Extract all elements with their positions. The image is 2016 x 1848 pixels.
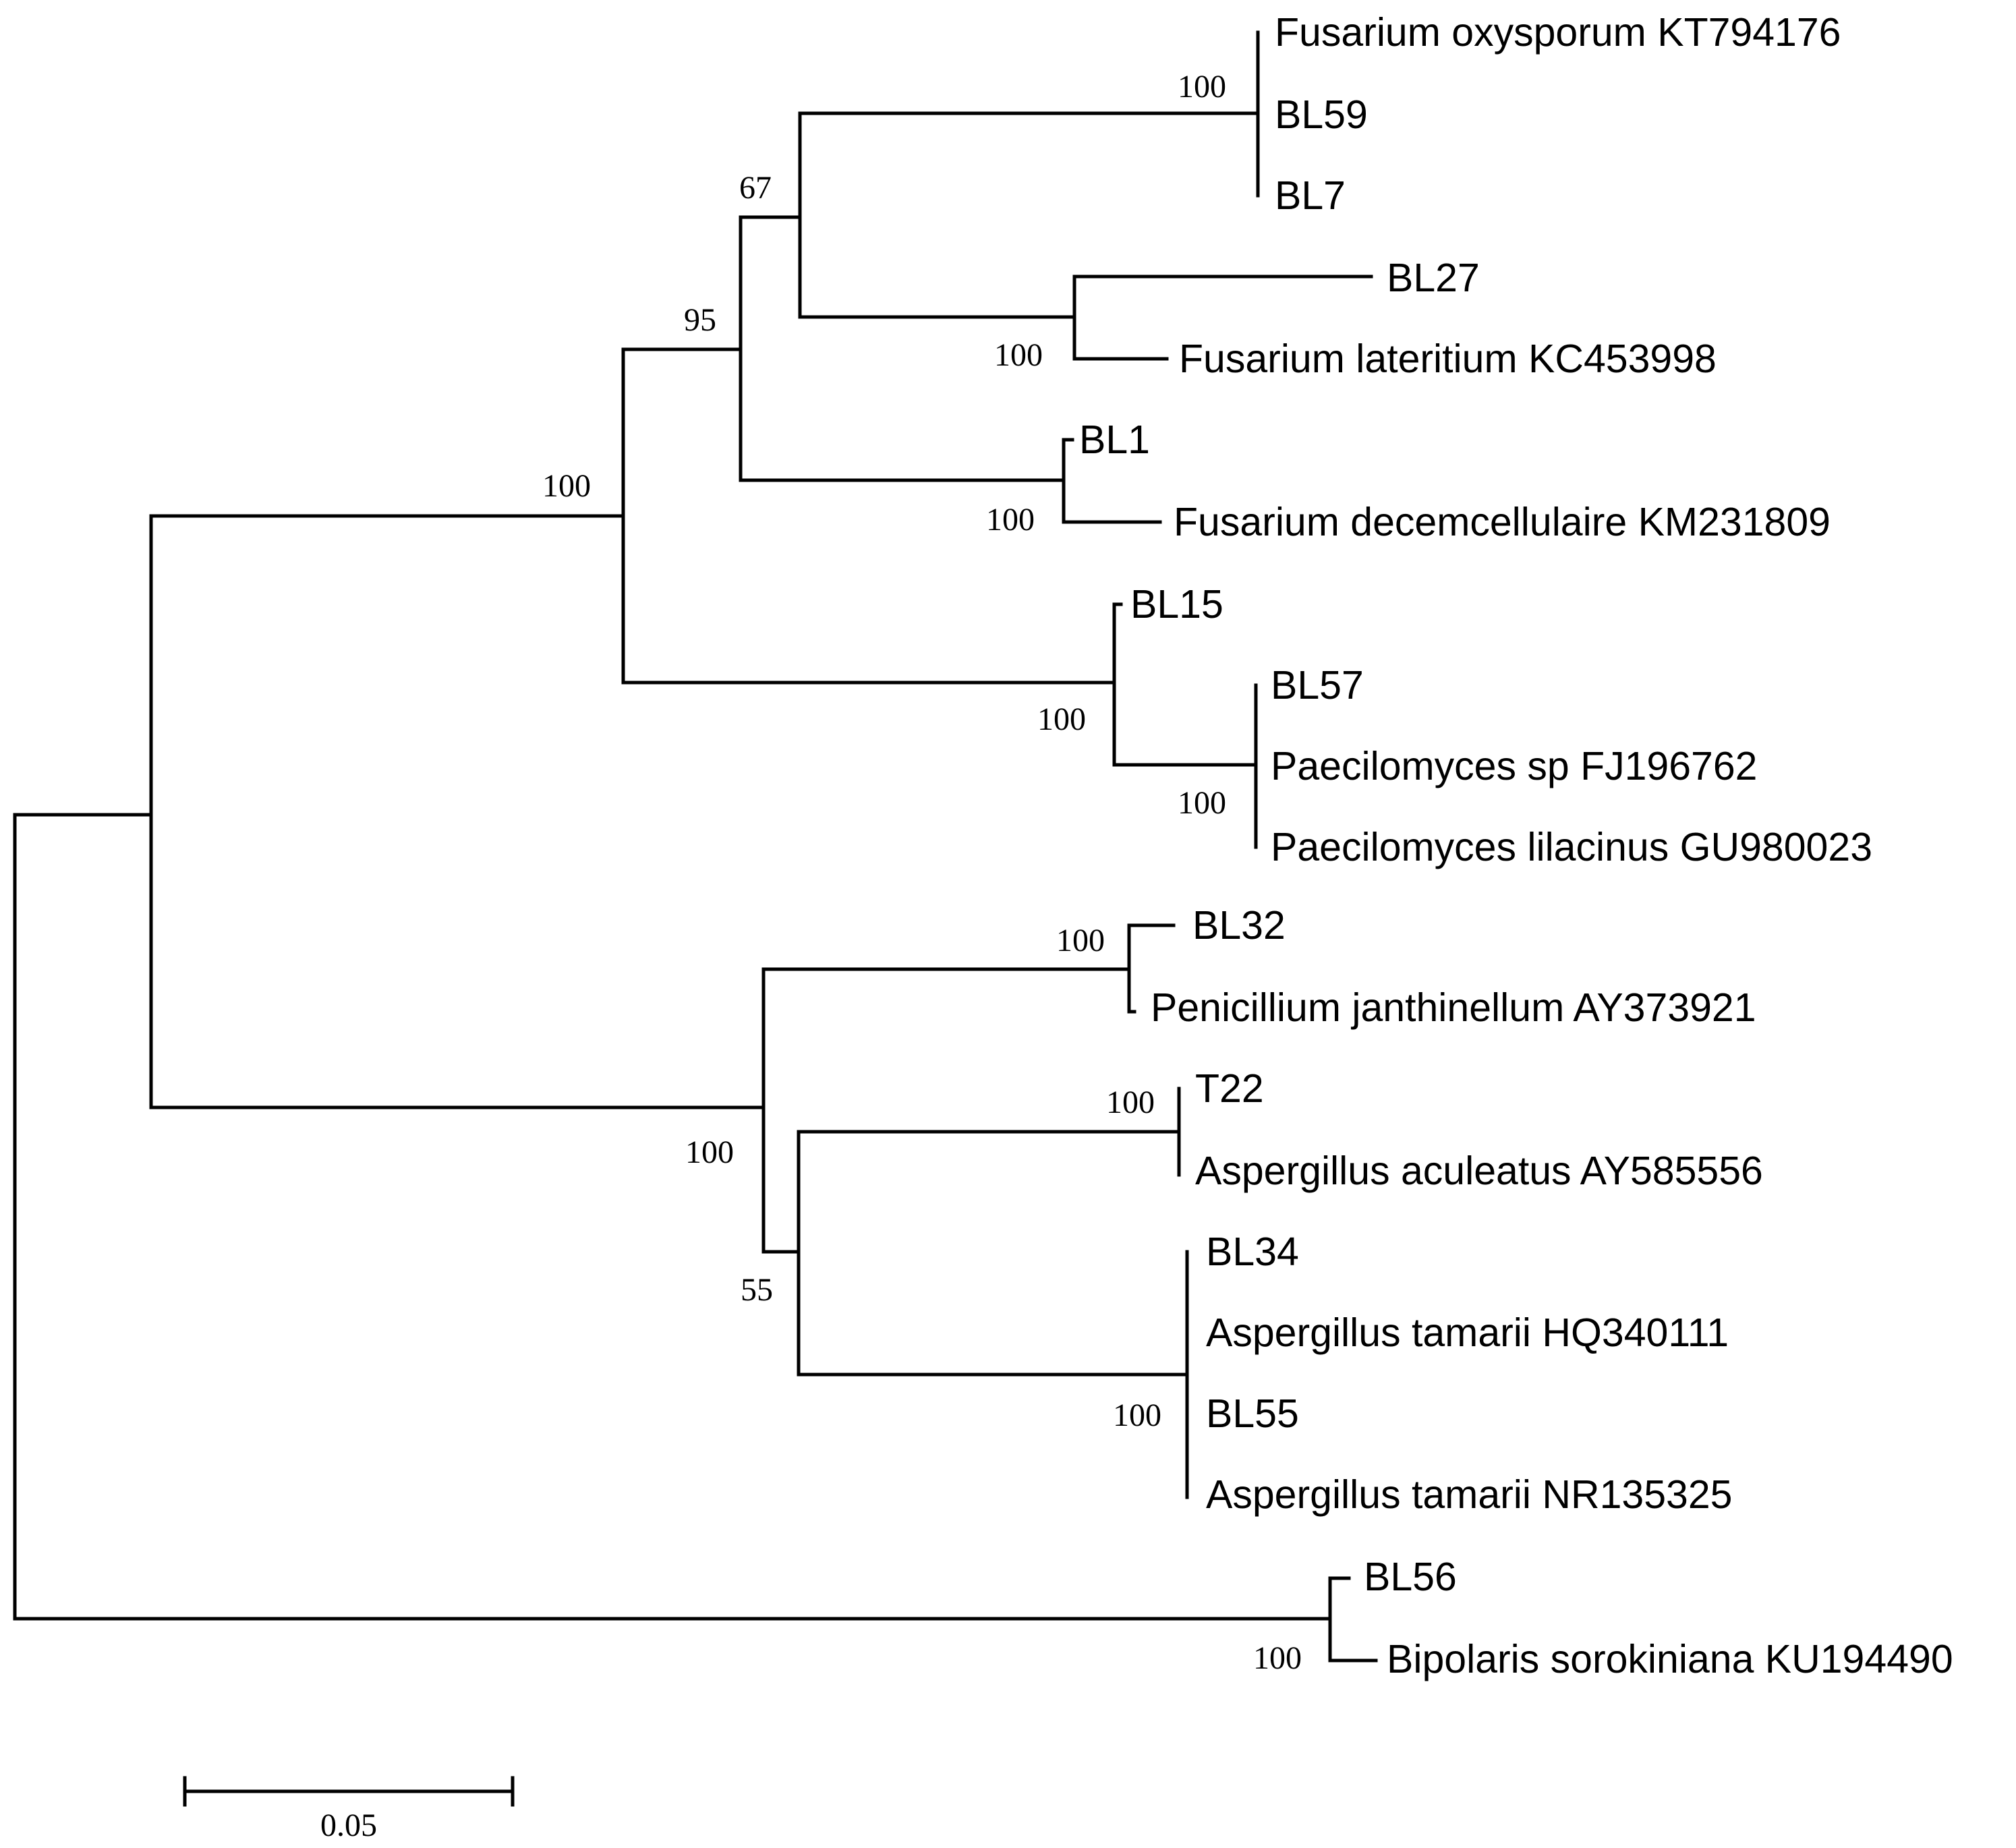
taxon-label: Fusarium decemcellulaire KM231809 (1174, 500, 1831, 544)
branch-penicillium-clade (1127, 923, 1176, 1014)
tree-branches (13, 30, 1378, 1663)
taxon-label: T22 (1195, 1066, 1264, 1111)
taxon-label: Paecilomyces sp FJ196762 (1271, 744, 1757, 788)
taxon-label: BL32 (1192, 903, 1286, 948)
taxon-label: Paecilomyces lilacinus GU980023 (1271, 825, 1872, 869)
bootstrap-value: 67 (739, 170, 772, 206)
taxon-label: Aspergillus tamarii NR135325 (1206, 1472, 1732, 1517)
scale-bar-line (183, 1776, 515, 1807)
bootstrap-value: 100 (1037, 701, 1086, 737)
taxon-label: BL56 (1364, 1555, 1457, 1599)
branch-lateritium-clade (1072, 275, 1373, 361)
bootstrap-value: 100 (986, 502, 1035, 538)
bootstrap-value: 100 (1113, 1397, 1161, 1433)
bootstrap-value: 100 (1253, 1640, 1302, 1676)
branch-fusarium-all (739, 215, 1066, 482)
taxon-labels: Fusarium oxysporum KT794176 BL59 BL7 BL2… (1079, 10, 1953, 1681)
branch-decemcellulaire-clade (1062, 438, 1162, 524)
taxon-label: Aspergillus tamarii HQ340111 (1206, 1310, 1729, 1355)
taxon-label: BL57 (1271, 663, 1364, 708)
bootstrap-value: 100 (1178, 785, 1226, 821)
branch-bl15-clade (1112, 602, 1258, 767)
scale-bar: 0.05 (183, 1776, 515, 1843)
taxon-label: BL55 (1206, 1391, 1299, 1436)
bootstrap-value: 100 (1056, 923, 1105, 958)
bootstrap-value: 100 (542, 468, 591, 504)
taxon-label: BL1 (1079, 417, 1150, 462)
taxon-label: Aspergillus aculeatus AY585556 (1195, 1149, 1763, 1193)
bootstrap-value: 95 (684, 302, 716, 338)
taxon-label: BL34 (1206, 1230, 1299, 1274)
branch-eurotiomycetes (761, 967, 1131, 1254)
bootstrap-value: 100 (994, 337, 1043, 373)
bootstrap-value: 100 (1178, 69, 1226, 105)
branch-fusarium-group (798, 111, 1260, 319)
taxon-label: BL27 (1387, 256, 1480, 300)
taxon-label: Penicillium janthinellum AY373921 (1151, 985, 1756, 1030)
bootstrap-value: 55 (741, 1272, 773, 1308)
taxon-label: Bipolaris sorokiniana KU194490 (1387, 1637, 1953, 1681)
taxon-label: Fusarium oxysporum KT794176 (1275, 10, 1841, 55)
bootstrap-value: 100 (1106, 1085, 1155, 1120)
branch-ingroup (149, 514, 766, 1109)
bootstrap-value: 100 (685, 1134, 734, 1170)
scale-bar-label: 0.05 (320, 1808, 377, 1843)
taxon-label: BL59 (1275, 92, 1368, 137)
branch-aspergillus (797, 1130, 1189, 1377)
taxon-label: Fusarium lateritium KC453998 (1179, 337, 1717, 381)
taxon-label: BL15 (1130, 582, 1223, 627)
branch-sordariomycetes (621, 347, 1116, 685)
branch-bipolaris-clade (1328, 1576, 1378, 1663)
branch-root (13, 813, 1332, 1621)
taxon-label: BL7 (1275, 173, 1346, 218)
bootstrap-values: 100 67 95 100 100 100 100 100 100 100 10… (542, 69, 1302, 1676)
